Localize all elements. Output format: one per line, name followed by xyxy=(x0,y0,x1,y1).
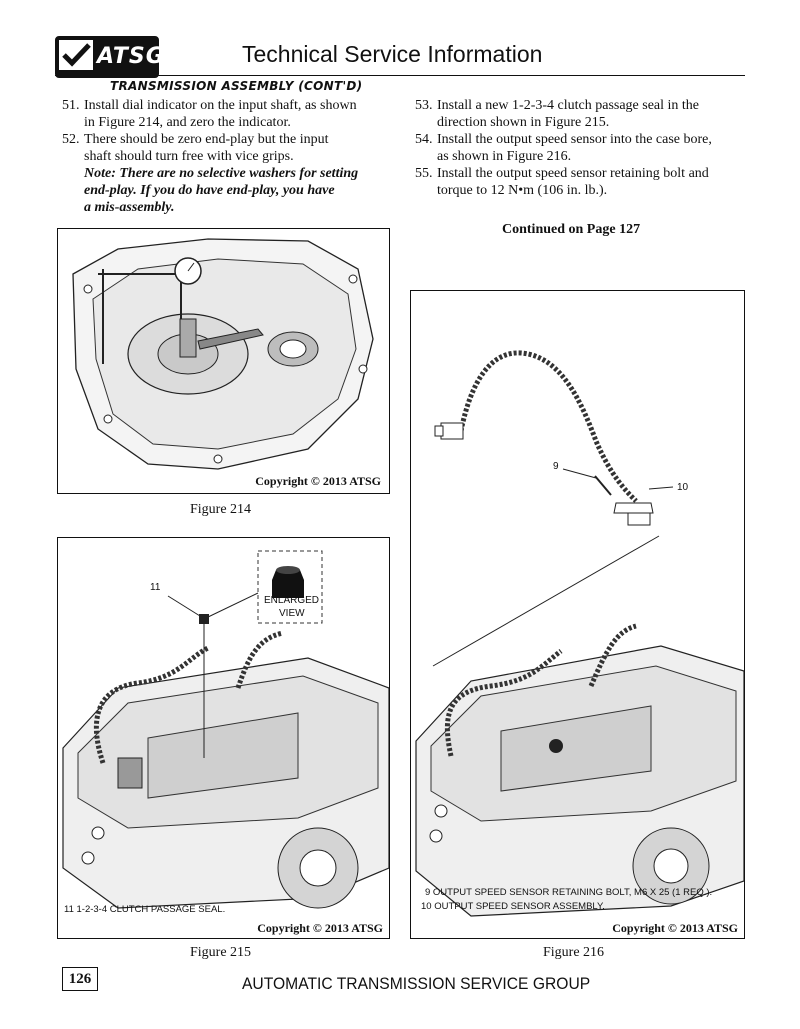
step-text-line: shaft should turn free with vice grips. xyxy=(84,149,294,164)
step-text-line: in Figure 214, and zero the indicator. xyxy=(84,115,291,130)
figure-214-illustration xyxy=(72,238,374,470)
page-number: 126 xyxy=(62,967,98,991)
logo-check-icon xyxy=(59,40,93,70)
figure-215-frame: 11 ENLARGED VIEW 11 1-2-3-4 CLUTCH PASSA… xyxy=(57,537,390,939)
step-55: 55. Install the output speed sensor reta… xyxy=(415,165,755,199)
figure-214-caption: Figure 214 xyxy=(190,502,252,517)
document-title: Technical Service Information xyxy=(242,41,543,67)
step-text-line: Install dial indicator on the input shaf… xyxy=(84,98,357,113)
enlarged-view-label-1: ENLARGED xyxy=(264,595,320,606)
step-text-line: as shown in Figure 216. xyxy=(437,149,572,164)
atsg-logo: ATSG xyxy=(55,36,164,78)
step-note-line: Note: There are no selective washers for… xyxy=(84,166,359,181)
figure-215-illustration xyxy=(62,550,389,909)
footer-text: AUTOMATIC TRANSMISSION SERVICE GROUP xyxy=(242,974,591,993)
step-52: 52. There should be zero end-play but th… xyxy=(62,131,392,217)
step-54: 54. Install the output speed sensor into… xyxy=(415,131,755,165)
header-divider xyxy=(55,75,745,76)
step-number: 54. xyxy=(415,132,433,147)
callout-10: 10 xyxy=(677,482,689,493)
enlarged-view-label-2: VIEW xyxy=(279,608,305,619)
figure-216-legend-line: 10 OUTPUT SPEED SENSOR ASSEMBLY. xyxy=(421,901,605,912)
step-text-line: Install the output speed sensor into the… xyxy=(437,132,712,147)
step-51: 51. Install dial indicator on the input … xyxy=(62,97,392,131)
step-note-line: end-play. If you do have end-play, you h… xyxy=(84,183,335,198)
logo-text: ATSG xyxy=(97,44,165,69)
callout-11: 11 xyxy=(150,582,161,593)
copyright-214: Copyright © 2013 ATSG xyxy=(255,474,381,488)
figure-216-frame: 9 10 9 OUTPUT SPEED SENSOR RETAINING BOL… xyxy=(410,290,745,939)
figure-214-frame: Copyright © 2013 ATSG xyxy=(57,228,390,494)
step-number: 55. xyxy=(415,166,433,181)
step-text-line: torque to 12 N•m (106 in. lb.). xyxy=(437,183,608,198)
step-text-line: Install the output speed sensor retainin… xyxy=(437,166,709,181)
figure-216-illustration xyxy=(415,350,744,917)
step-text-line: There should be zero end-play but the in… xyxy=(84,132,329,147)
figure-216-legend-line: 9 OUTPUT SPEED SENSOR RETAINING BOLT, M6… xyxy=(425,887,713,898)
step-number: 52. xyxy=(62,132,80,147)
figure-216-caption: Figure 216 xyxy=(543,945,605,960)
step-note-line: a mis-assembly. xyxy=(84,200,175,215)
figure-215-caption: Figure 215 xyxy=(190,945,252,960)
figure-215-legend: 11 1-2-3-4 CLUTCH PASSAGE SEAL. xyxy=(64,904,226,915)
step-number: 53. xyxy=(415,98,433,113)
step-53: 53. Install a new 1-2-3-4 clutch passage… xyxy=(415,97,755,131)
step-number: 51. xyxy=(62,98,80,113)
copyright-215: Copyright © 2013 ATSG xyxy=(257,921,383,935)
section-title: TRANSMISSION ASSEMBLY (CONT'D) xyxy=(110,79,363,93)
step-text-line: Install a new 1-2-3-4 clutch passage sea… xyxy=(437,98,700,113)
continued-note: Continued on Page 127 xyxy=(502,222,641,237)
callout-9: 9 xyxy=(553,461,559,472)
step-text-line: direction shown in Figure 215. xyxy=(437,115,610,130)
copyright-216: Copyright © 2013 ATSG xyxy=(612,921,738,935)
